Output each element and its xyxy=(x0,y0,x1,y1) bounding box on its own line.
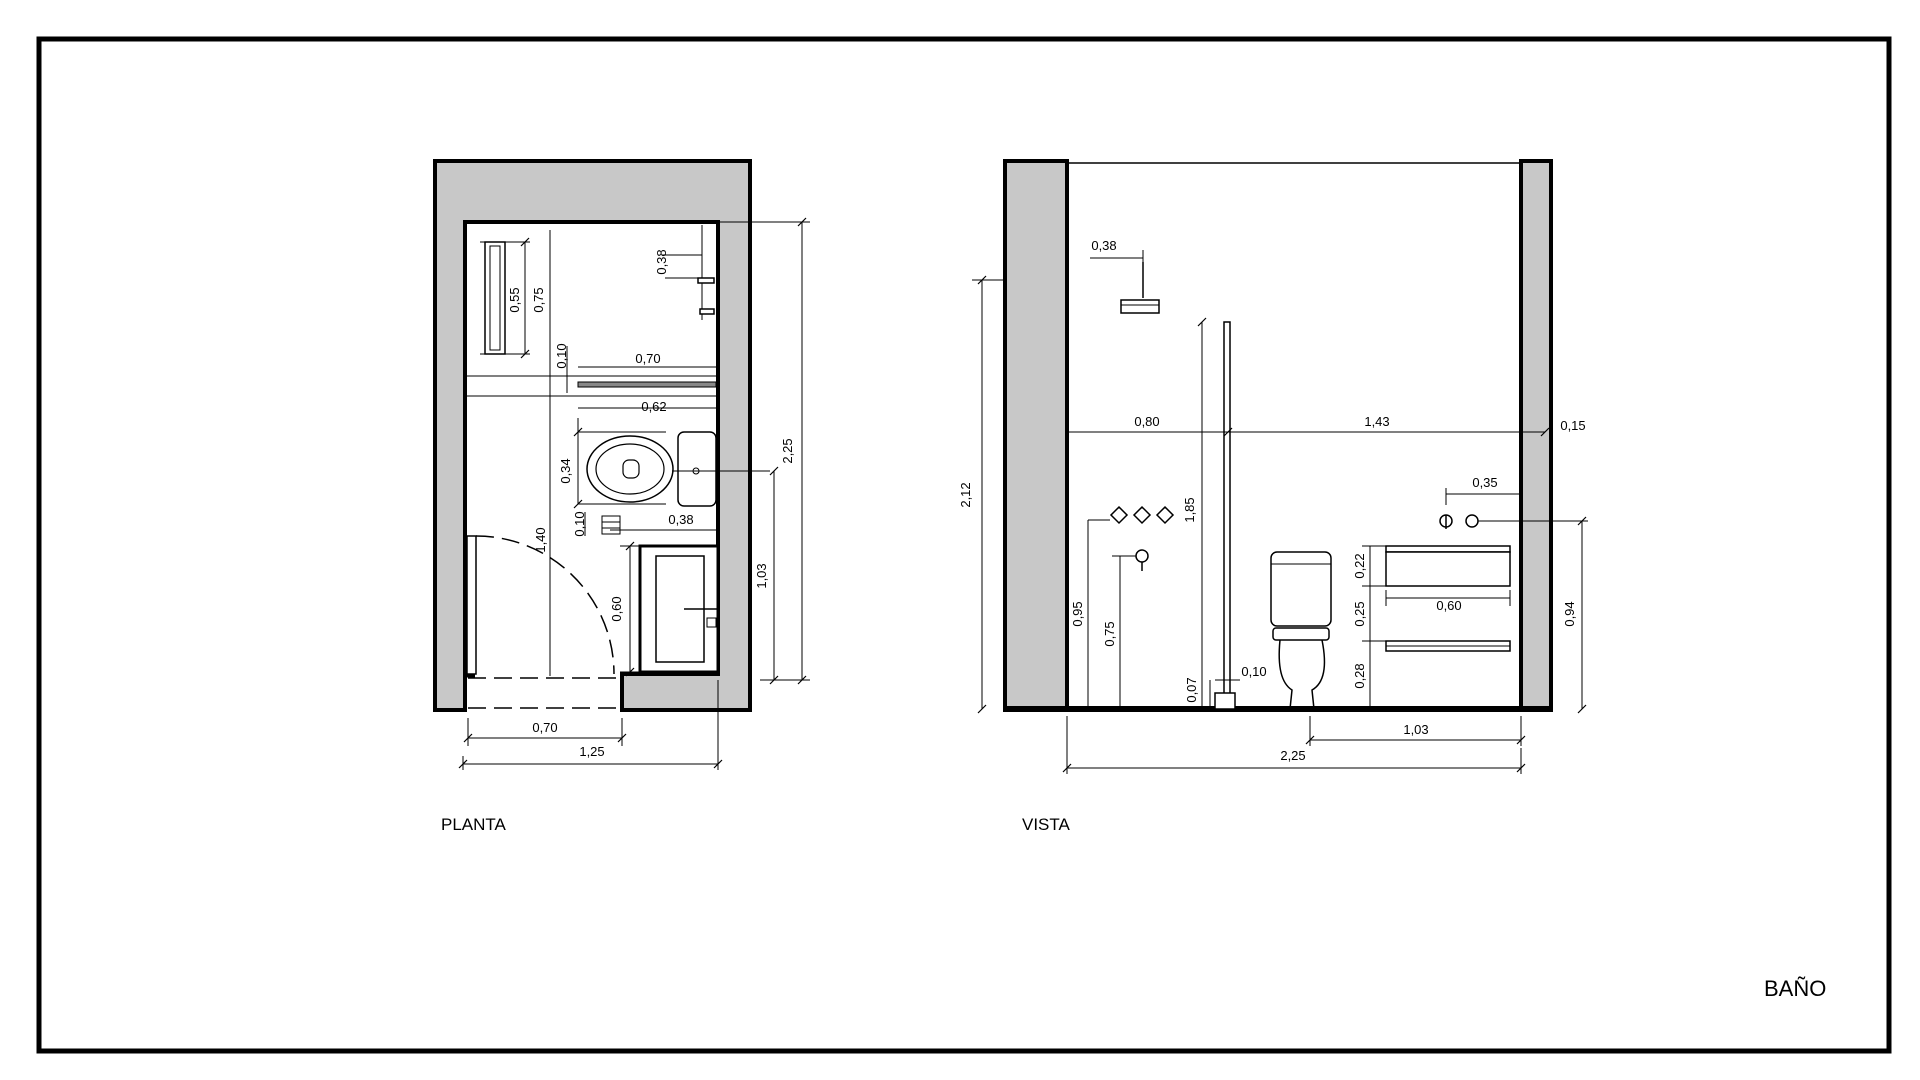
dim-curb-w: 0,10 xyxy=(1241,664,1266,679)
tap-handle-3 xyxy=(1155,505,1175,525)
dim-left-seg: 0,80 xyxy=(1134,414,1159,429)
wc-seat-elev xyxy=(1272,627,1330,641)
shower-curb xyxy=(1214,692,1236,710)
dim-gap-010: 0,10 xyxy=(554,343,569,368)
shower-valve-1 xyxy=(697,277,715,284)
dim-vanity-l: 1,03 xyxy=(754,563,769,588)
shower-shelf xyxy=(484,241,506,355)
door-swing-arc xyxy=(475,535,615,675)
plan-view: 0,55 0,75 0,38 0,10 0,70 0,62 0,34 2,25 … xyxy=(433,159,810,834)
dim-right-seg: 0,15 xyxy=(1560,418,1585,433)
dim-leg-h: 0,28 xyxy=(1352,663,1367,688)
dim-shower-head: 0,38 xyxy=(654,249,669,274)
plan-dim-ticks xyxy=(458,217,807,769)
dim-wc-d: 0,34 xyxy=(558,458,573,483)
vanity-faucet-head xyxy=(706,617,717,628)
vanity-drawer-elev xyxy=(1385,551,1511,587)
wc-tank-elev xyxy=(1270,551,1332,627)
dim-vanity-d: 0,60 xyxy=(609,596,624,621)
dim-drain-010: 0,10 xyxy=(572,511,587,536)
tap-handle-1 xyxy=(1109,505,1129,525)
elevation-dimensions xyxy=(972,250,1588,774)
dim-mid-seg: 1,43 xyxy=(1364,414,1389,429)
dim-drawer-h: 0,22 xyxy=(1352,553,1367,578)
elevation-label: VISTA xyxy=(1022,815,1071,834)
glass-screen xyxy=(577,381,717,388)
sheet-border xyxy=(36,36,1892,1054)
dim-curb-h: 0,07 xyxy=(1184,677,1199,702)
shower-valve-2 xyxy=(699,308,715,315)
dim-tap-h: 0,95 xyxy=(1070,601,1085,626)
elevation-view: 0,38 2,12 0,80 1,43 0,15 1,85 0,95 0,75 … xyxy=(958,159,1588,834)
wc-lid xyxy=(622,459,640,479)
dim-drain-038: 0,38 xyxy=(668,512,693,527)
vanity-top-elev xyxy=(1385,545,1511,553)
wall-valve-elev xyxy=(1465,514,1479,528)
drawing-title: BAÑO xyxy=(1764,976,1826,1001)
dim-total-w: 1,25 xyxy=(579,744,604,759)
floor-drain xyxy=(601,515,621,535)
dim-sink-h: 0,94 xyxy=(1562,601,1577,626)
dim-base-seg: 1,03 xyxy=(1403,722,1428,737)
shower-shelf-inner xyxy=(489,245,501,351)
dim-shelf-w: 0,60 xyxy=(1436,598,1461,613)
shower-head xyxy=(1120,299,1160,314)
dim-screen-w: 0,70 xyxy=(635,351,660,366)
wc-tank xyxy=(677,431,717,507)
plan-label: PLANTA xyxy=(441,815,507,834)
dim-total-h: 2,25 xyxy=(780,438,795,463)
tap-handle-2 xyxy=(1132,505,1152,525)
dim-ceiling-h: 2,12 xyxy=(958,482,973,507)
glass-screen-elev xyxy=(1223,321,1231,701)
dim-door-dist: 1,40 xyxy=(533,527,548,552)
elevation-dim-labels: 0,38 2,12 0,80 1,43 0,15 1,85 0,95 0,75 … xyxy=(958,238,1586,763)
door-leaf xyxy=(466,535,477,675)
dim-shelf-l: 0,75 xyxy=(531,287,546,312)
wc-pedestal-elev xyxy=(1278,639,1326,710)
dim-mixer-h: 0,75 xyxy=(1102,621,1117,646)
dim-screen-h: 1,85 xyxy=(1182,497,1197,522)
dim-door-w: 0,70 xyxy=(532,720,557,735)
dim-shelf-gap: 0,25 xyxy=(1352,601,1367,626)
dim-head-off: 0,38 xyxy=(1091,238,1116,253)
dim-shelf-w: 0,55 xyxy=(507,287,522,312)
dim-total-w-elev: 2,25 xyxy=(1280,748,1305,763)
mixer-valve xyxy=(1135,549,1149,563)
elevation-dim-ticks xyxy=(977,275,1587,773)
dim-faucet-off: 0,35 xyxy=(1472,475,1497,490)
elevation-left-wall xyxy=(1003,159,1069,712)
elevation-right-wall xyxy=(1519,159,1553,712)
plan-dimensions xyxy=(462,221,810,770)
plan-dim-labels: 0,55 0,75 0,38 0,10 0,70 0,62 0,34 2,25 … xyxy=(507,249,795,759)
tap-handles xyxy=(1109,505,1175,525)
dim-wc-w: 0,62 xyxy=(641,399,666,414)
